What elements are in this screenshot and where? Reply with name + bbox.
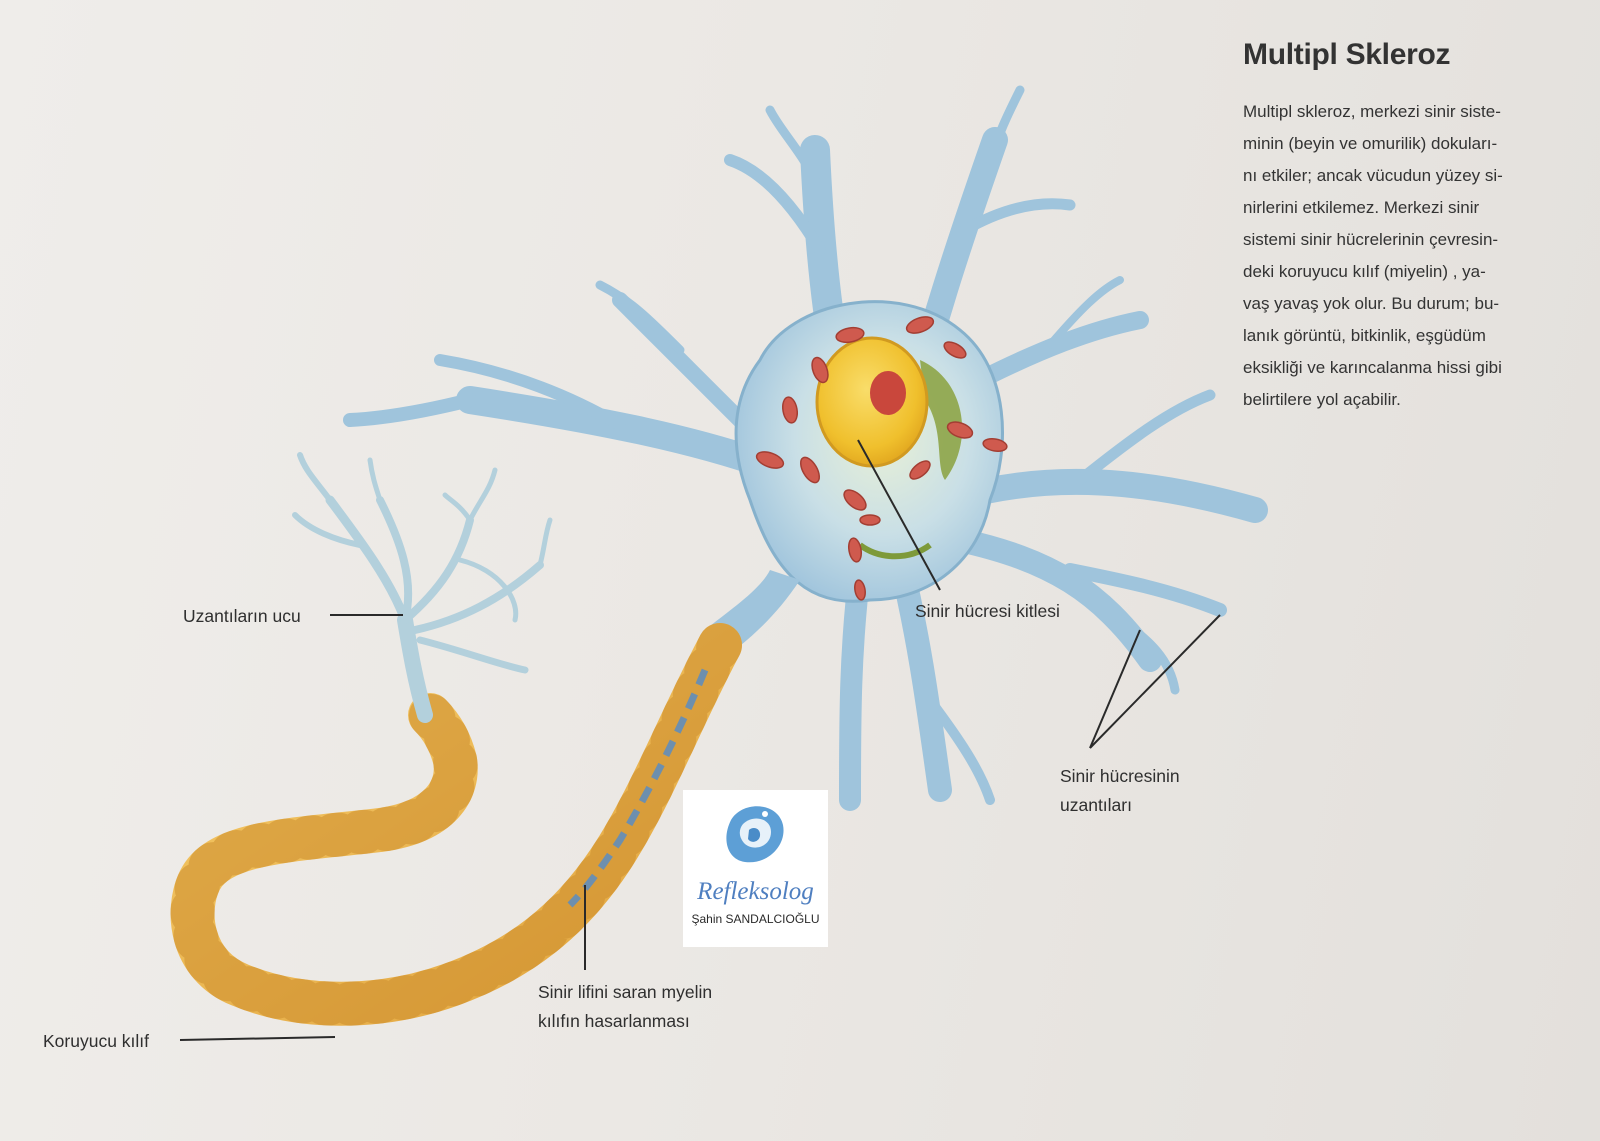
- label-dendrites-line1: Sinir hücresinin: [1060, 766, 1180, 786]
- logo-wordmark: Refleksolog: [697, 878, 814, 905]
- nucleolus: [870, 371, 906, 415]
- logo-emblem-icon: [726, 806, 784, 863]
- description-line: nı etkiler; ancak vücudun yüzey si-: [1243, 166, 1503, 185]
- description-paragraph: Multipl skleroz, merkezi sinir siste- mi…: [1243, 96, 1508, 416]
- watermark-logo: Refleksolog Şahin SANDALCIOĞLU: [683, 790, 828, 947]
- label-dendrites-line2: uzantıları: [1060, 795, 1132, 815]
- description-line: belirtilere yol açabilir.: [1243, 390, 1401, 409]
- damaged-axon-core: [567, 668, 709, 908]
- description-line: nirlerini etkilemez. Merkezi sinir: [1243, 198, 1480, 217]
- label-sheath: Koruyucu kılıf: [43, 1031, 150, 1051]
- description-line: lanık görüntü, bitkinlik, eşgüdüm: [1243, 326, 1486, 345]
- label-myelin-damage: Sinir lifini saran myelin kılıfın hasarl…: [538, 978, 712, 1036]
- description-line: minin (beyin ve omurilik) dokuları-: [1243, 134, 1498, 153]
- description-line: deki koruyucu kılıf (miyelin) , ya-: [1243, 262, 1486, 281]
- cell-body: [734, 300, 1008, 603]
- golgi-apparatus: [920, 360, 963, 480]
- mitochondria: [755, 316, 1008, 601]
- description-line: eksikliği ve karıncalanma hissi gibi: [1243, 358, 1502, 377]
- label-dendrites: Sinir hücresinin uzantıları: [1060, 762, 1180, 820]
- description-line: sistemi sinir hücrelerinin çevresin-: [1243, 230, 1499, 249]
- description-line: vaş yavaş yok olur. Bu durum; bu-: [1243, 294, 1500, 313]
- axon-terminals: [292, 452, 553, 723]
- description-line: Multipl skleroz, merkezi sinir siste-: [1243, 102, 1501, 121]
- label-myelin-damage-line2: kılıfın hasarlanması: [538, 1011, 690, 1031]
- label-cell-body: Sinir hücresi kitlesi: [915, 601, 1060, 621]
- logo-owner-name: Şahin SANDALCIOĞLU: [691, 912, 820, 926]
- label-axon-terminals: Uzantıların ucu: [183, 606, 301, 626]
- label-myelin-damage-line1: Sinir lifini saran myelin: [538, 982, 713, 1002]
- page-title: Multipl Skleroz: [1243, 38, 1451, 71]
- leader-lines: [179, 439, 1221, 1041]
